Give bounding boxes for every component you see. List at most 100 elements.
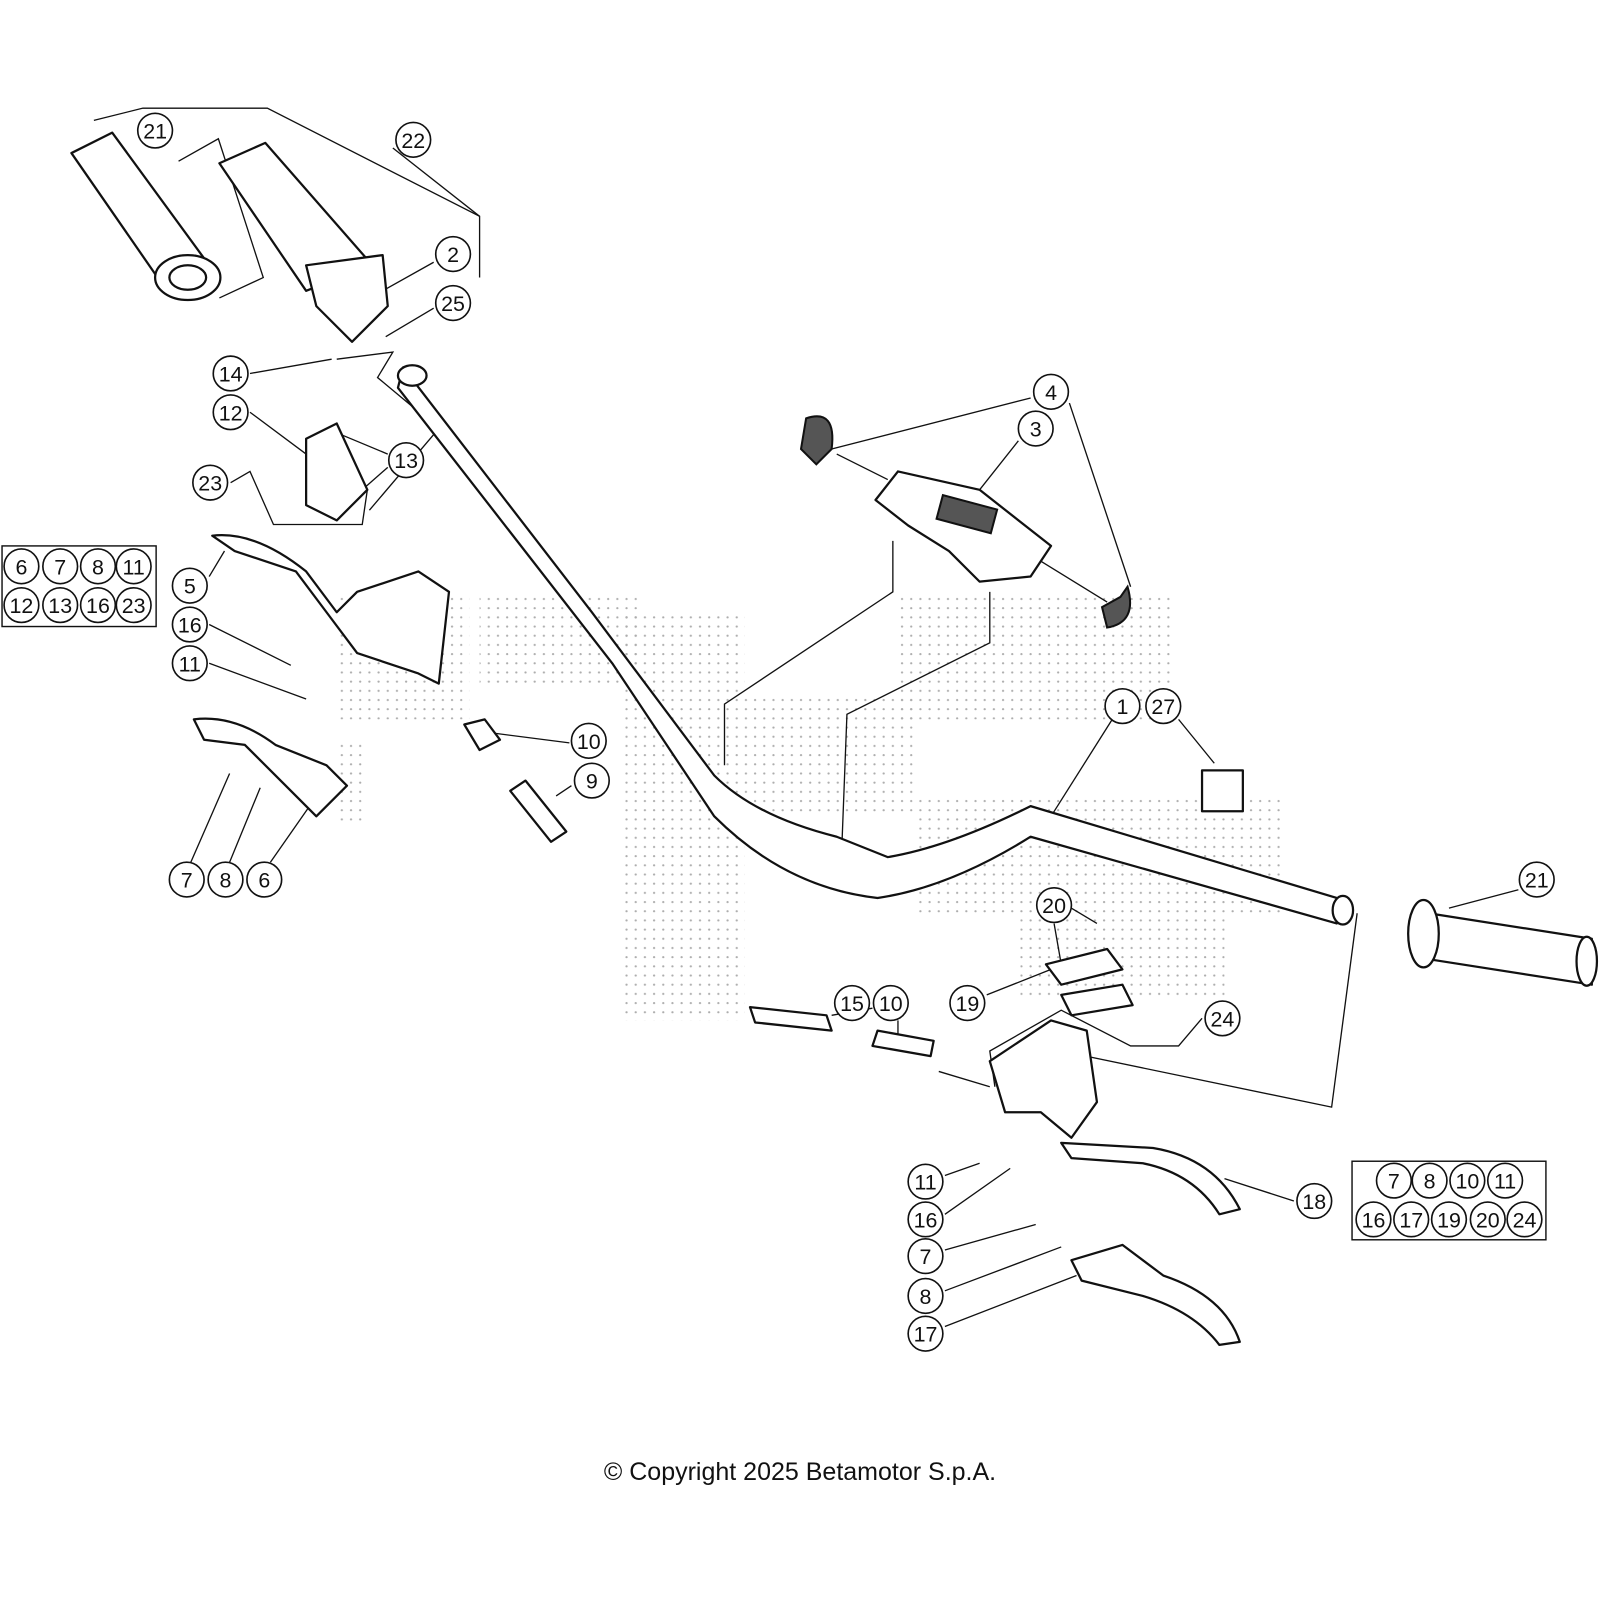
callout-circle	[1375, 1162, 1413, 1199]
callout-11: 11	[907, 1163, 944, 1200]
callout-circle	[1104, 687, 1141, 725]
callout-21: 21	[1518, 861, 1555, 898]
callout-circle	[207, 861, 244, 898]
callout-circle	[387, 442, 425, 479]
callout-circle	[1035, 886, 1073, 924]
callout-number: 20	[1476, 1208, 1500, 1232]
callout-circle	[171, 606, 208, 643]
callout-number: 10	[577, 730, 601, 754]
callout-circle	[434, 284, 472, 322]
callout-circle	[115, 548, 152, 585]
callout-number: 25	[441, 292, 465, 316]
callout-number: 4	[1045, 381, 1057, 405]
callout-number: 20	[1042, 894, 1066, 918]
callout-1: 1	[1104, 687, 1141, 725]
callout-circle	[1032, 373, 1070, 411]
callout-11: 11	[171, 645, 208, 682]
callout-14: 14	[212, 355, 249, 392]
callout-20: 20	[1469, 1201, 1506, 1238]
callout-number: 15	[840, 992, 864, 1016]
callout-circle	[212, 394, 249, 431]
callout-number: 27	[1151, 695, 1175, 719]
callout-number: 17	[914, 1323, 938, 1347]
callout-number: 24	[1211, 1007, 1235, 1031]
pad-and-clips	[799, 415, 1132, 629]
callout-circle	[42, 548, 79, 585]
callout-circle	[907, 1163, 944, 1200]
callout-23: 23	[115, 586, 152, 624]
callout-circle	[1430, 1201, 1468, 1238]
callout-16: 16	[1355, 1201, 1392, 1238]
callout-12: 12	[212, 394, 249, 431]
callout-circle	[42, 586, 79, 624]
callout-number: 23	[122, 594, 146, 618]
callout-18: 18	[1296, 1182, 1333, 1220]
callout-circle	[1486, 1162, 1524, 1199]
callout-number: 7	[54, 555, 66, 579]
copyright-notice: © Copyright 2025 Betamotor S.p.A.	[603, 1458, 997, 1486]
callout-19: 19	[949, 984, 986, 1022]
callout-circle	[3, 548, 40, 585]
callout-6: 6	[3, 548, 40, 585]
callout-6: 6	[246, 861, 283, 898]
callout-number: 11	[914, 1171, 936, 1195]
callout-12: 12	[3, 586, 40, 624]
callout-circle	[1393, 1201, 1430, 1238]
callout-number: 10	[1455, 1170, 1479, 1194]
callout-number: 16	[178, 614, 202, 638]
grips	[70, 131, 1599, 987]
callout-number: 11	[1494, 1170, 1516, 1194]
leader-lines	[93, 107, 1519, 1328]
callout-7: 7	[168, 861, 205, 898]
callout-number: 5	[184, 575, 196, 599]
callout-number: 3	[1030, 418, 1042, 442]
callout-10: 10	[1449, 1162, 1486, 1199]
callout-circle	[79, 586, 117, 624]
callout-number: 8	[92, 555, 104, 579]
callout-number: 12	[219, 401, 243, 425]
callout-number: 19	[1437, 1208, 1461, 1232]
callout-circle	[1296, 1182, 1333, 1220]
callout-8: 8	[79, 548, 117, 585]
callout-number: 21	[1525, 869, 1549, 893]
callout-number: 17	[1399, 1208, 1423, 1232]
callout-circle	[1518, 861, 1555, 898]
callout-circle	[192, 464, 229, 501]
callout-circle	[434, 235, 472, 273]
callout-24: 24	[1204, 1000, 1241, 1037]
callout-circle	[907, 1277, 944, 1315]
callout-13: 13	[42, 586, 79, 624]
callout-19: 19	[1430, 1201, 1468, 1238]
callout-17: 17	[1393, 1201, 1430, 1238]
callout-number: 1	[1116, 695, 1128, 719]
callout-circle	[1506, 1201, 1543, 1238]
callout-circle	[1204, 1000, 1241, 1037]
callout-number: 9	[586, 770, 598, 794]
callout-24: 24	[1506, 1201, 1543, 1238]
callout-number: 14	[219, 362, 243, 386]
callout-number: 8	[220, 869, 232, 893]
callout-number: 8	[920, 1285, 932, 1309]
callout-7: 7	[907, 1237, 944, 1275]
callout-number: 10	[879, 992, 903, 1016]
callout-number: 6	[15, 555, 27, 579]
callout-20: 20	[1035, 886, 1073, 924]
callout-number: 11	[123, 555, 145, 579]
kit-box-left: 6 7 8 11 12 13 16 23	[1, 545, 157, 628]
callout-16: 16	[907, 1201, 944, 1238]
callout-27: 27	[1145, 687, 1182, 725]
callout-circle	[79, 548, 117, 585]
callout-number: 13	[48, 594, 72, 618]
callout-number: 7	[920, 1245, 932, 1269]
callout-number: 19	[955, 992, 979, 1016]
callout-2: 2	[434, 235, 472, 273]
callout-21: 21	[136, 112, 174, 149]
callout-number: 23	[198, 472, 222, 496]
callout-number: 2	[447, 243, 459, 267]
callout-circle	[573, 762, 610, 799]
callout-number: 16	[86, 594, 110, 618]
callout-number: 22	[401, 129, 425, 153]
callout-circle	[1017, 410, 1054, 447]
